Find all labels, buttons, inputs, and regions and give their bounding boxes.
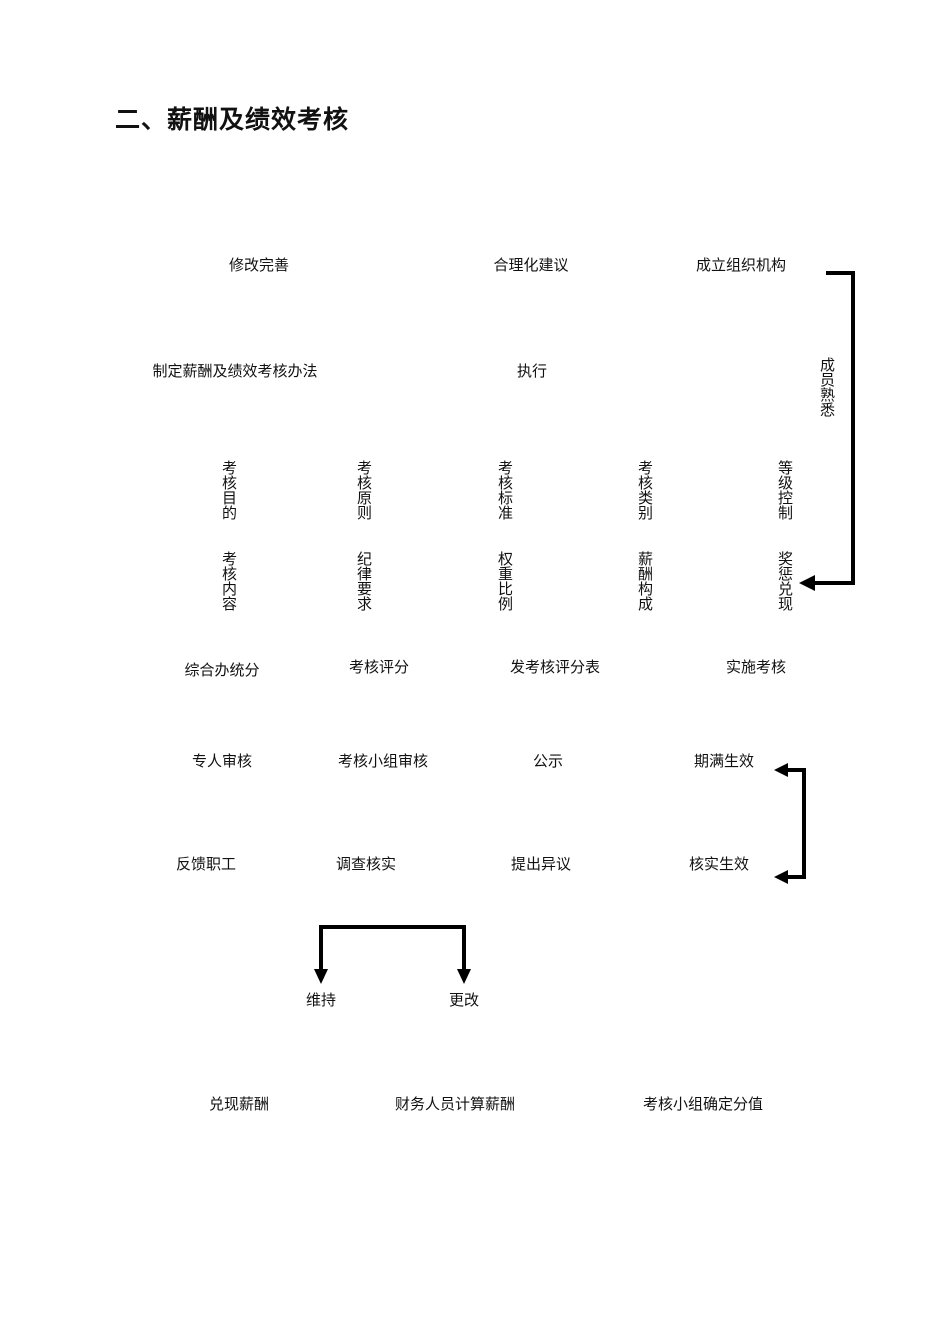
node-establish: 成立组织机构	[695, 256, 787, 274]
arrow-head-rewards	[799, 575, 815, 591]
node-effective: 期满生效	[693, 752, 755, 770]
node-v1-1: 考核原则	[355, 460, 373, 520]
arrow-head-effective	[774, 763, 788, 777]
node-maintain: 维持	[305, 991, 337, 1009]
node-v1-4: 等级控制	[776, 460, 794, 520]
node-distribute: 发考核评分表	[509, 658, 601, 676]
arrow-head-verify	[774, 870, 788, 884]
node-v2-1: 纪律要求	[355, 551, 373, 611]
node-v2-4: 奖惩兑现	[776, 551, 794, 611]
node-change: 更改	[448, 991, 480, 1009]
connector-establish-to-rewards	[815, 271, 855, 585]
node-execute: 执行	[516, 362, 548, 380]
node-v2-2: 权重比例	[496, 551, 514, 611]
node-finance: 财务人员计算薪酬	[394, 1095, 516, 1113]
node-v1-3: 考核类别	[636, 460, 654, 520]
node-publicize: 公示	[532, 752, 564, 770]
node-v1-2: 考核标准	[496, 460, 514, 520]
node-v1-0: 考核目的	[220, 460, 238, 520]
node-review: 专人审核	[191, 752, 253, 770]
node-feedback: 反馈职工	[175, 855, 237, 873]
arrow-head-maintain	[314, 969, 328, 984]
connector-maintain-change	[319, 925, 466, 969]
node-objection: 提出异议	[510, 855, 572, 873]
node-suggest: 合理化建议	[493, 256, 569, 274]
arrow-head-change	[457, 969, 471, 984]
node-v2-3: 薪酬构成	[636, 551, 654, 611]
node-formulate: 制定薪酬及绩效考核办法	[152, 362, 318, 380]
node-modify: 修改完善	[228, 256, 290, 274]
node-assign: 考核小组确定分值	[642, 1095, 764, 1113]
node-score: 考核评分	[348, 658, 410, 676]
node-summary: 综合办统分	[184, 661, 260, 679]
node-verify: 核实生效	[688, 855, 750, 873]
label-members-familiar: 成员熟悉	[818, 357, 836, 417]
node-pay: 兑现薪酬	[208, 1095, 270, 1113]
node-v2-0: 考核内容	[220, 551, 238, 611]
node-group-review: 考核小组审核	[337, 752, 429, 770]
connector-effective-verify	[788, 768, 806, 879]
node-implement: 实施考核	[725, 658, 787, 676]
node-investigate: 调查核实	[335, 855, 397, 873]
page-title: 二、薪酬及绩效考核	[115, 105, 350, 134]
